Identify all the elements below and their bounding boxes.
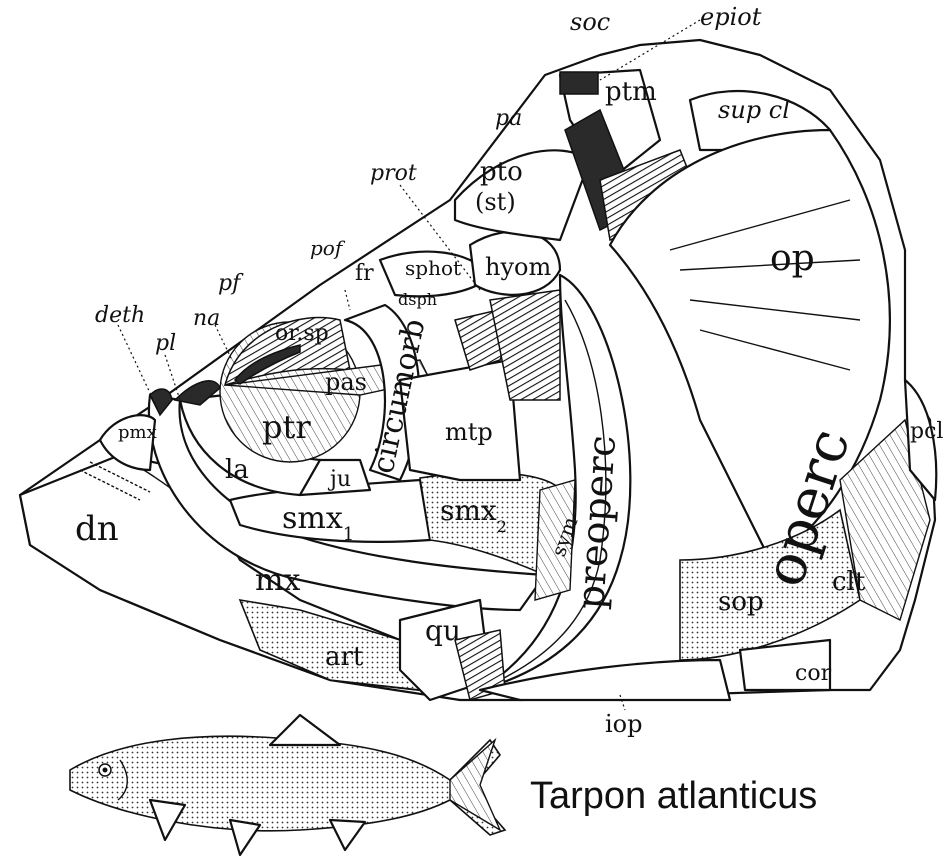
label-hyom: hyom (485, 253, 551, 281)
label-pf: pf (218, 271, 244, 296)
fish-dorsal-fin (270, 715, 340, 745)
label-dsph: dsph (398, 290, 437, 309)
label-pcl: pcl (910, 419, 943, 444)
label-art: art (325, 642, 364, 672)
label-deth: deth (95, 303, 145, 328)
fish-body (70, 736, 505, 835)
label-cor: cor (795, 661, 832, 686)
label-ptm: ptm (605, 77, 657, 107)
label-op: op (770, 238, 815, 279)
epiotic (560, 72, 598, 94)
label-pa: pa (495, 106, 522, 131)
label-ju: ju (327, 467, 351, 492)
skull-drawing (20, 40, 936, 700)
label-sup-cl: sup cl (718, 96, 790, 124)
species-caption: Tarpon atlanticus (530, 775, 817, 817)
label-la: la (225, 455, 249, 485)
label-mx: mx (255, 563, 300, 598)
label-pto: pto (480, 157, 523, 187)
fish-pelvic-fin (230, 820, 260, 855)
label-na: na (193, 306, 220, 331)
label-epiot: epiot (700, 3, 762, 31)
label-sop: sop (718, 587, 764, 617)
label-iop: iop (605, 710, 643, 738)
fish-anal-fin (330, 820, 365, 850)
label-prot: prot (370, 161, 417, 186)
tarpon-fish-illustration (70, 715, 505, 855)
label-soc: soc (570, 8, 610, 36)
label-ptr: ptr (262, 408, 311, 446)
label-pas: pas (325, 368, 367, 396)
label-pof: pof (310, 236, 346, 260)
label-pl: pl (155, 331, 176, 356)
label-sphot: sphot (405, 256, 461, 280)
label-st: (st) (475, 188, 516, 216)
label-mtp: mtp (445, 418, 493, 446)
label-smx1-sub: 1 (343, 524, 354, 545)
label-or-sp: or.sp (275, 321, 329, 346)
label-qu: qu (425, 614, 461, 647)
label-pmx: pmx (118, 422, 157, 443)
label-dn: dn (75, 509, 119, 549)
label-smx2-sub: 2 (497, 517, 507, 536)
label-clt: clt (832, 567, 866, 597)
label-fr: fr (355, 261, 374, 286)
